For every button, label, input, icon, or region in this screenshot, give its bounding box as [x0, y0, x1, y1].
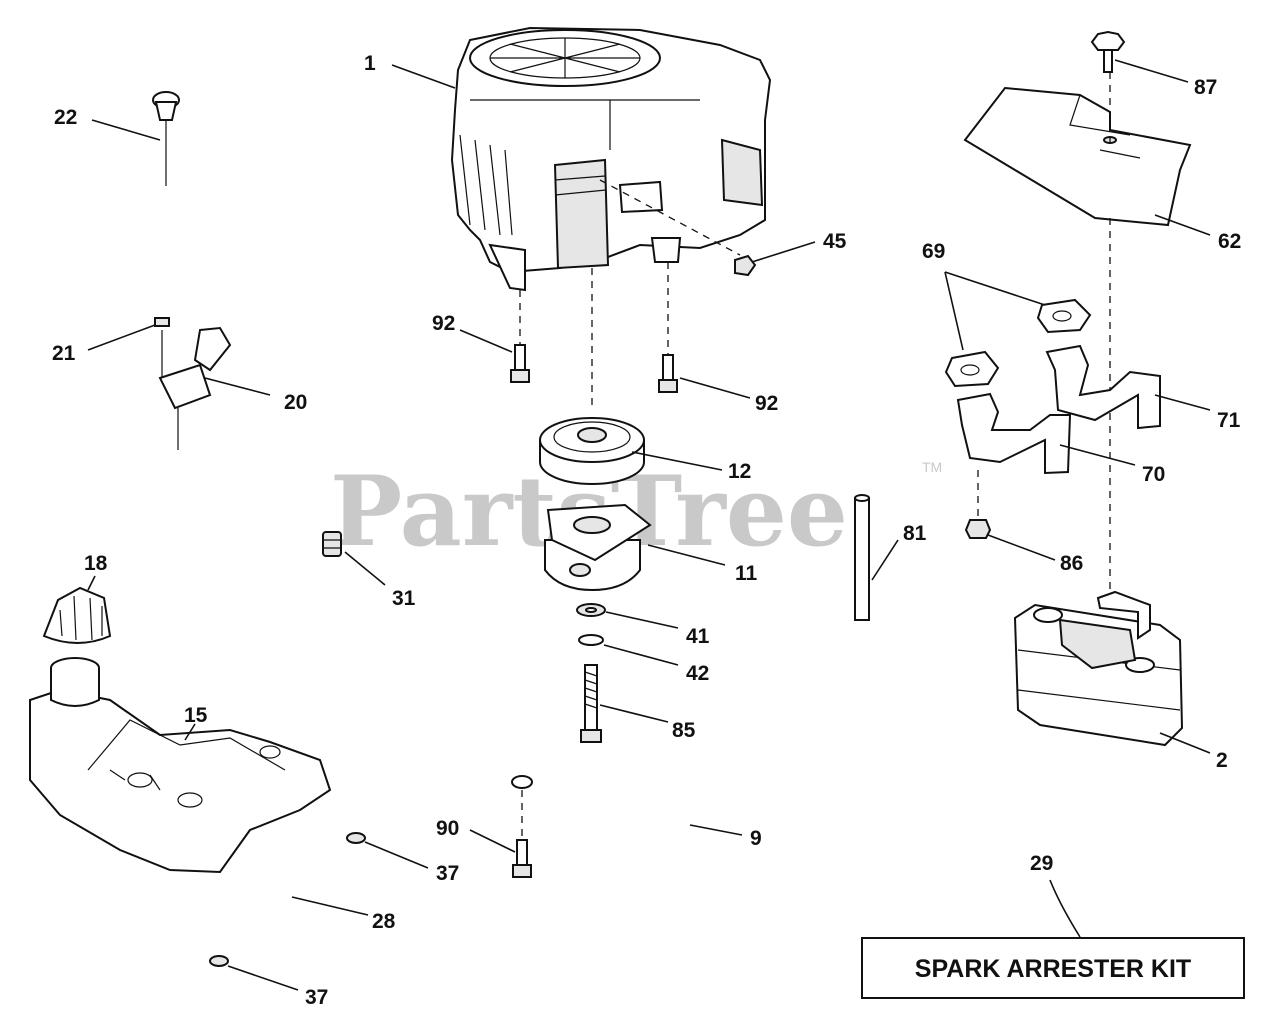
callout-71: 71: [1217, 409, 1241, 432]
nut-86[interactable]: [964, 519, 992, 539]
callout-42: 42: [686, 662, 709, 685]
callout-45: 45: [823, 230, 847, 253]
callout-9: 9: [750, 827, 762, 850]
callout-37-top: 37: [436, 862, 459, 885]
heat-shield-62[interactable]: [963, 86, 1192, 227]
fuel-hose-28[interactable]: [239, 841, 355, 949]
tube-81[interactable]: [854, 494, 870, 621]
callout-70: 70: [1142, 463, 1165, 486]
callout-29: 29: [1030, 852, 1053, 875]
callout-22: 22: [54, 106, 77, 129]
exhaust-pipe-70[interactable]: [956, 392, 1072, 475]
fitting-31[interactable]: [322, 531, 342, 557]
callout-1: 1: [364, 52, 376, 75]
bolt-90[interactable]: [512, 839, 532, 878]
fuel-tank-15[interactable]: [29, 657, 332, 874]
rod-9[interactable]: [511, 775, 723, 868]
spark-arrester-kit-label: SPARK ARRESTER KIT: [915, 955, 1191, 983]
bolt-85[interactable]: [580, 664, 602, 743]
gasket-69-a[interactable]: [1036, 298, 1092, 334]
callout-41: 41: [686, 625, 710, 648]
callout-18: 18: [84, 552, 108, 575]
callout-31: 31: [392, 587, 416, 610]
watermark-trademark: TM: [922, 459, 942, 475]
fuel-cap-18[interactable]: [42, 586, 112, 644]
gasket-69-b[interactable]: [944, 350, 1000, 388]
callout-90: 90: [436, 817, 459, 840]
callout-11: 11: [735, 562, 758, 585]
callout-62: 62: [1218, 230, 1241, 253]
clamp-37-top[interactable]: [346, 832, 366, 844]
callout-21: 21: [52, 342, 76, 365]
exhaust-pipe-71[interactable]: [1045, 344, 1161, 430]
callout-37-bottom: 37: [305, 986, 328, 1009]
knob-22[interactable]: [152, 91, 180, 186]
spark-arrester-kit-box[interactable]: [861, 937, 1245, 999]
bolt-45[interactable]: [734, 241, 816, 277]
callout-92-right: 92: [755, 392, 778, 415]
callout-20: 20: [284, 391, 307, 414]
callout-86: 86: [1060, 552, 1083, 575]
washer-41[interactable]: [576, 603, 606, 617]
callout-69: 69: [922, 240, 945, 263]
callout-92-left: 92: [432, 312, 455, 335]
callout-81: 81: [903, 522, 927, 545]
pulley-12[interactable]: [539, 417, 645, 485]
callout-12: 12: [728, 460, 751, 483]
muffler-2[interactable]: [1013, 590, 1184, 747]
bolt-92-left[interactable]: [510, 344, 530, 383]
callout-15: 15: [184, 704, 208, 727]
bolt-92-right[interactable]: [658, 354, 678, 393]
clutch-11[interactable]: [544, 503, 652, 592]
callout-87: 87: [1194, 76, 1217, 99]
clamp-37-bottom[interactable]: [209, 955, 229, 967]
callout-2: 2: [1216, 749, 1228, 772]
knob-87[interactable]: [1090, 30, 1126, 73]
callout-85: 85: [672, 719, 696, 742]
throttle-20[interactable]: [154, 317, 232, 450]
engine-part[interactable]: [450, 26, 772, 292]
callout-28: 28: [372, 910, 396, 933]
lockwasher-42[interactable]: [578, 634, 604, 646]
